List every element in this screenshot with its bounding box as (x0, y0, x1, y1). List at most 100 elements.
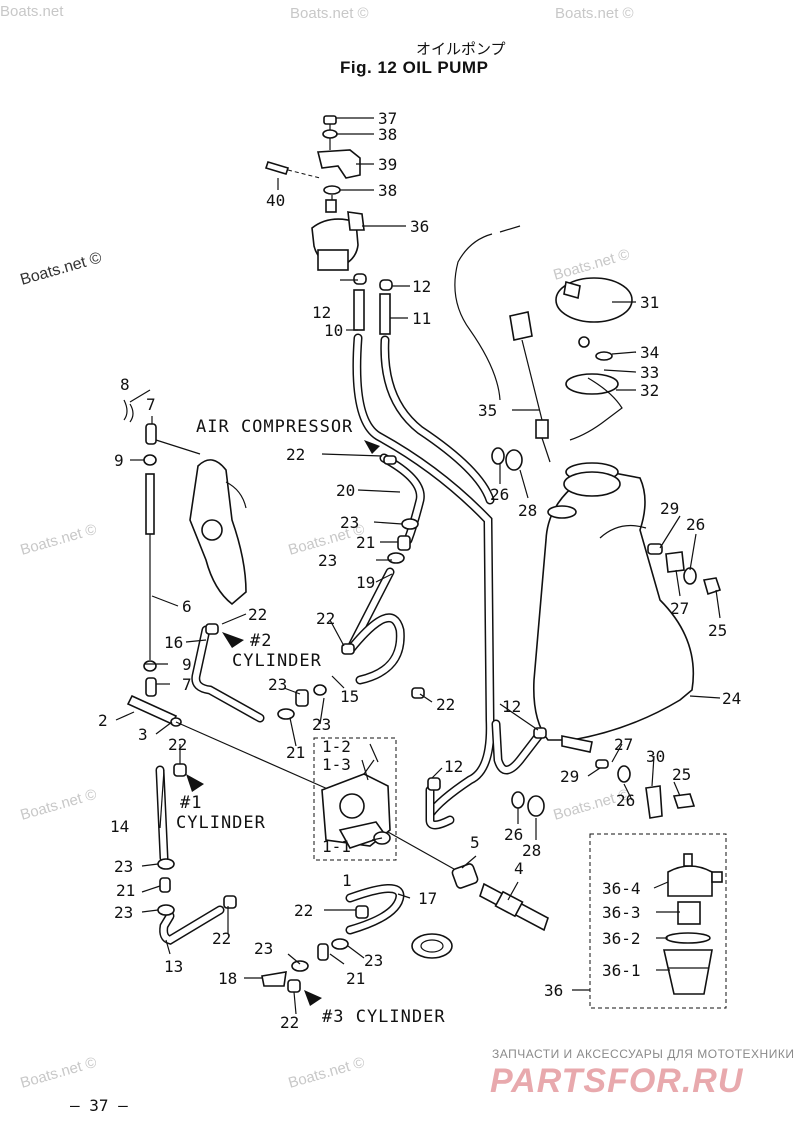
grommet (527, 795, 545, 817)
joint (173, 763, 187, 777)
washer (511, 791, 525, 809)
callout-label: 12 (312, 303, 331, 322)
callout-label: 28 (522, 841, 541, 860)
clamp (645, 785, 663, 819)
watermark: Boats.net © (555, 5, 634, 22)
callout-label: 6 (182, 597, 192, 616)
washer (491, 447, 505, 465)
arrow-icon (304, 990, 322, 1006)
washer (617, 765, 631, 783)
clip (331, 938, 349, 950)
callout-label: 26 (490, 485, 509, 504)
cotter-pin (123, 399, 134, 423)
oil-pump-body (321, 759, 391, 849)
joint (411, 687, 425, 699)
clip (143, 454, 157, 466)
clip (387, 552, 405, 564)
clip (401, 518, 419, 530)
clip (427, 777, 441, 791)
callout-label: 11 (412, 309, 431, 328)
cylinder-3-label: #3 CYLINDER (322, 1007, 446, 1027)
callout-label: 9 (114, 451, 124, 470)
joint (145, 423, 157, 445)
callout-label: 20 (336, 481, 355, 500)
air-compressor-label: AIR COMPRESSOR (196, 417, 353, 437)
figure-title-japanese: オイルポンプ (416, 40, 506, 58)
callout-label: 8 (120, 375, 130, 394)
callout-label: 33 (640, 363, 659, 382)
joint (205, 623, 219, 635)
watermark: Boats.net © (18, 249, 103, 289)
bolt (702, 577, 722, 596)
callout-label: 12 (502, 697, 521, 716)
dipstick (509, 311, 551, 463)
callout-label: 16 (164, 633, 183, 652)
callout-label: 23 (318, 551, 337, 570)
callout-label: 21 (286, 743, 305, 762)
callout-label: 9 (182, 655, 192, 674)
tank-cap (555, 277, 633, 441)
callout-label: 22 (280, 1013, 299, 1032)
callout-label: 23 (364, 951, 383, 970)
callout-label: 32 (640, 381, 659, 400)
tee-joint (261, 971, 287, 987)
callout-label: 27 (670, 599, 689, 618)
callout-label: 29 (660, 499, 679, 518)
arrow-icon (364, 440, 380, 454)
callout-label: 28 (518, 501, 537, 520)
joint (341, 643, 355, 655)
callout-label: 23 (114, 857, 133, 876)
callout-label: 38 (378, 181, 397, 200)
callout-label: 15 (340, 687, 359, 706)
callout-label: 37 (378, 109, 397, 128)
watermark: Boats.net © (18, 786, 98, 824)
callout-label: 3 (138, 725, 148, 744)
callout-label: 23 (312, 715, 331, 734)
joint (355, 905, 369, 919)
brand-logo: PARTSFOR.RU (490, 1062, 744, 1100)
callout-label: 21 (356, 533, 375, 552)
callout-label: 23 (340, 513, 359, 532)
tube (379, 293, 391, 335)
callout-label: 21 (116, 881, 135, 900)
callout-label: 25 (672, 765, 691, 784)
joint (287, 979, 301, 993)
gear (494, 890, 524, 918)
watermark: Boats.net © (286, 1054, 366, 1092)
collar (595, 759, 609, 769)
callout-label: 26 (504, 825, 523, 844)
callout-label: 29 (560, 767, 579, 786)
pump-link-lever (189, 459, 247, 606)
arrow-icon (186, 774, 204, 792)
oil-filter-assembly (662, 853, 723, 995)
check-valve (317, 943, 329, 961)
clip (533, 727, 547, 739)
callout-label: 5 (470, 833, 480, 852)
callout-label: 23 (268, 675, 287, 694)
oil-tank (532, 462, 695, 741)
callout-label: 22 (248, 605, 267, 624)
callout-label: 13 (164, 957, 183, 976)
check-valve (159, 877, 171, 893)
callout-label: 26 (686, 515, 705, 534)
check-valve (397, 535, 411, 551)
callout-label: 40 (266, 191, 285, 210)
callout-label: 34 (640, 343, 659, 362)
watermark: Boats.net © (290, 5, 369, 22)
clip (313, 684, 327, 696)
bolt (672, 793, 696, 809)
cylinder-2-label: CYLINDER (232, 651, 322, 671)
callout-label: 38 (378, 125, 397, 144)
callout-label: 22 (168, 735, 187, 754)
watermark: Boats.net © (18, 1054, 98, 1092)
callout-label: 7 (182, 675, 192, 694)
callout-label: 7 (146, 395, 156, 414)
pump-group-frame (313, 737, 397, 861)
clip (143, 660, 157, 672)
link-rod (126, 694, 178, 726)
leader-lines (115, 117, 721, 1015)
clip (157, 904, 175, 916)
watermark: Boats.net (0, 3, 64, 20)
callout-label: 12 (444, 757, 463, 776)
bracket (665, 551, 685, 573)
